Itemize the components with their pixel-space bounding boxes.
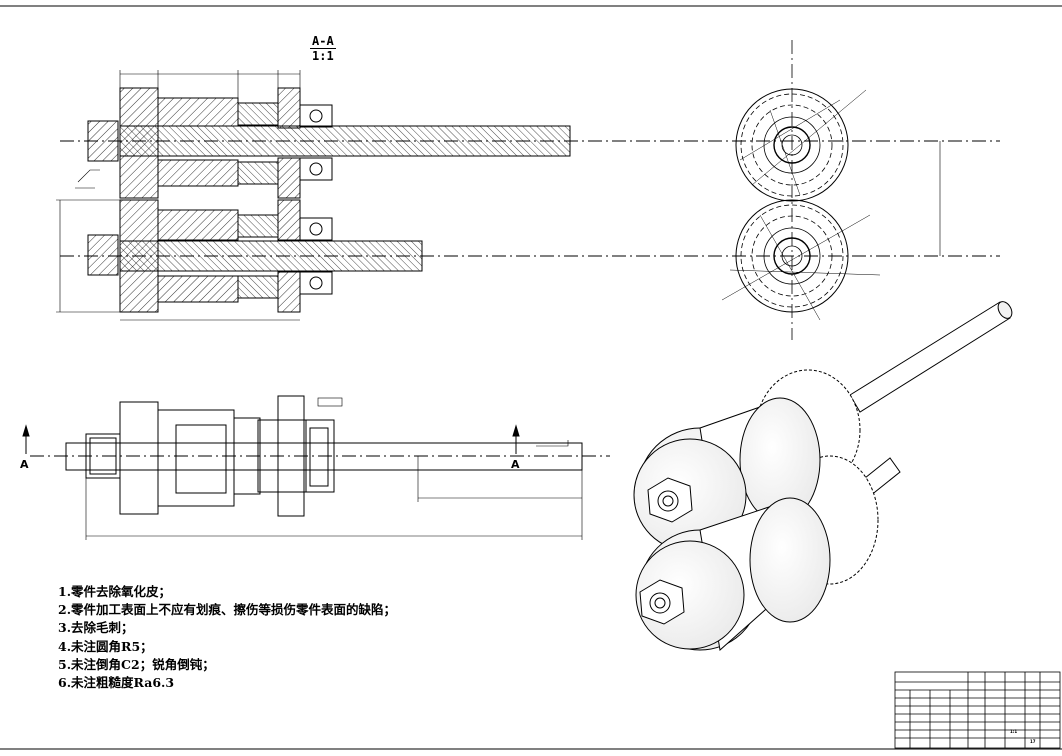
side-view: [22, 395, 610, 540]
title-block: [894, 671, 1061, 749]
tech-note-1: 1.零件去除氧化皮；: [58, 584, 172, 599]
drawing-frame: [0, 5, 1062, 750]
section-scale-label: 1:1: [312, 49, 334, 63]
tech-note-2: 2.零件加工表面上不应有划痕、擦伤等损伤零件表面的缺陷；: [58, 602, 397, 618]
title-block-scale: 1:1: [1010, 729, 1018, 734]
tech-note-3: 3.去除毛刺；: [58, 620, 134, 636]
upper-gear-end-view: [735, 88, 867, 202]
section-marker-left: A: [20, 458, 29, 471]
lower-gear-end-view: [721, 199, 881, 321]
isometric-3d-view: [633, 301, 1013, 651]
lower-shaft-assembly: [60, 199, 1000, 313]
tech-note-4: 4.未注圆角R5；: [58, 638, 153, 654]
dimension-lines: [56, 70, 941, 321]
tech-note-5: 5.未注倒角C2；锐角倒钝；: [58, 656, 215, 672]
tech-note-6: 6.未注粗糙度Ra6.3: [58, 675, 175, 691]
gear-end-views: [721, 40, 881, 340]
section-view-a-a: [56, 70, 1000, 321]
section-marker-right: A: [511, 458, 520, 471]
section-title: A-A 1:1: [310, 34, 336, 63]
title-block-sheet-no: 17: [1030, 739, 1036, 744]
technical-requirements: 1.零件去除氧化皮； 2.零件加工表面上不应有划痕、擦伤等损伤零件表面的缺陷； …: [58, 583, 396, 692]
upper-shaft-assembly: [60, 87, 1000, 199]
section-title-label: A-A: [310, 34, 336, 49]
